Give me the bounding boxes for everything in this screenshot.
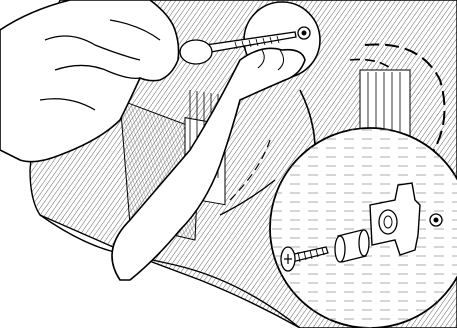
detail-magnifier	[270, 128, 457, 328]
